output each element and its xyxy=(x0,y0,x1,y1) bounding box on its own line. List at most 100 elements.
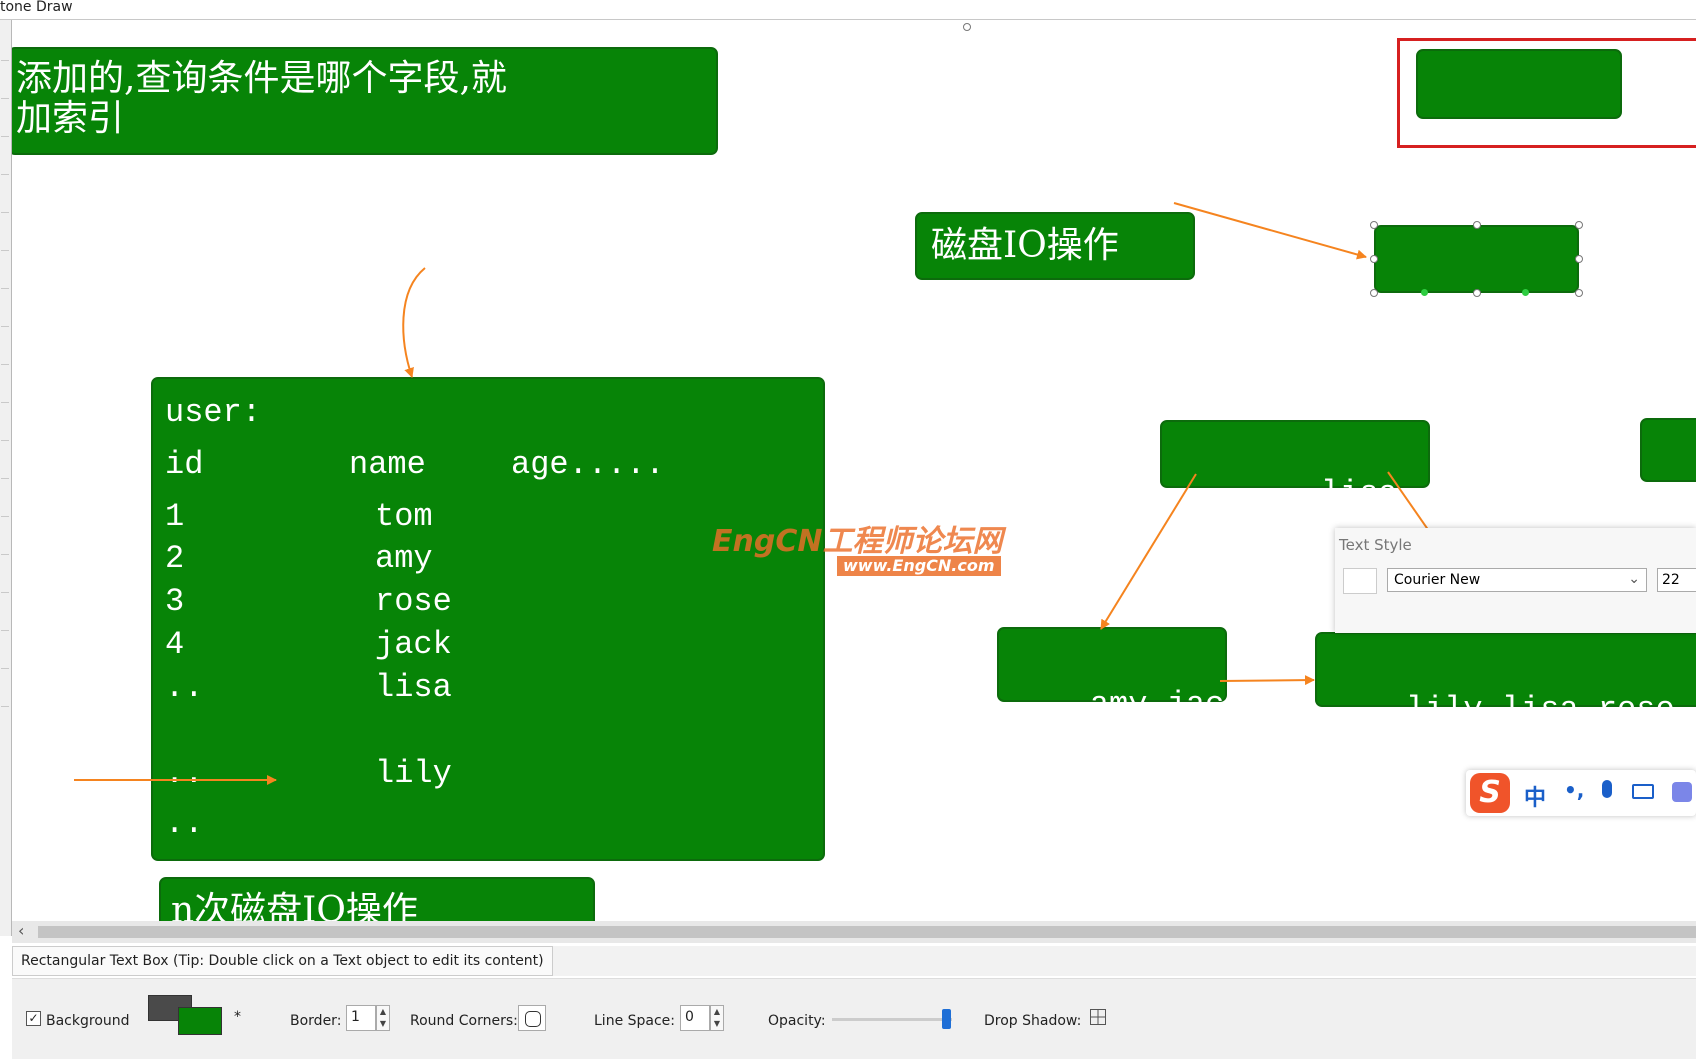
sogou-logo-icon[interactable]: S xyxy=(1470,773,1510,813)
table-row-name: lily xyxy=(375,755,452,792)
selected-text-box[interactable]: . . . . xyxy=(1374,225,1588,316)
drawing-canvas[interactable]: 添加的,查询条件是哪个字段,就 加索引 磁盘IO操作 . . . . user:… xyxy=(12,21,1696,921)
line-space-spinner[interactable]: ▲▼ xyxy=(710,1005,724,1031)
status-bar: Rectangular Text Box (Tip: Double click … xyxy=(12,946,1696,976)
resize-handle-w[interactable] xyxy=(1370,255,1378,263)
round-corners-button[interactable] xyxy=(518,1005,546,1031)
small-green-box[interactable] xyxy=(1416,49,1622,119)
rotate-handle[interactable] xyxy=(963,23,971,31)
tree-right-leaf-label: lily lisa rose t xyxy=(1405,691,1696,728)
scroll-left-icon[interactable]: ‹ xyxy=(18,921,25,940)
resize-handle-n[interactable] xyxy=(1473,221,1481,229)
selected-box-text: . . . . xyxy=(1462,282,1589,316)
skin-icon[interactable] xyxy=(1672,782,1692,802)
border-label: Border: xyxy=(290,1013,342,1029)
window-title-bar: tone Draw xyxy=(0,0,1696,20)
table-row-name: jack xyxy=(375,626,452,663)
opacity-slider-track[interactable] xyxy=(832,1018,952,1021)
window-title: tone Draw xyxy=(0,0,73,15)
table-row-id: .. xyxy=(165,669,204,706)
table-title: user: xyxy=(165,394,262,431)
color-modified-marker: * xyxy=(234,1009,241,1025)
top-note-line2: 加索引 xyxy=(16,98,125,139)
text-style-panel[interactable]: Text Style Courier New ⌄ 22 xyxy=(1335,528,1696,633)
round-corners-label: Round Corners: xyxy=(410,1013,518,1029)
horizontal-scrollbar[interactable]: ‹ xyxy=(12,921,1696,943)
properties-bar: ✓ Background * Border: 1 ▲▼ Round Corner… xyxy=(12,978,1696,1059)
table-row-id: .. xyxy=(165,805,204,842)
resize-handle-s[interactable] xyxy=(1473,289,1481,297)
status-tip: Rectangular Text Box (Tip: Double click … xyxy=(12,946,553,976)
scrollbar-thumb[interactable] xyxy=(38,926,1696,938)
background-checkbox[interactable]: ✓ xyxy=(26,1011,41,1026)
watermark: EngCN工程师论坛网 www.EngCN.com xyxy=(712,524,1003,576)
font-size-value: 22 xyxy=(1662,572,1680,588)
border-spinner[interactable]: ▲▼ xyxy=(376,1005,390,1031)
table-row-name: rose xyxy=(375,583,452,620)
bottom-note-label: n次磁盘IO操作 xyxy=(171,890,418,922)
tree-left-leaf-label: amy jack xyxy=(1089,686,1244,723)
header-age: age..... xyxy=(511,446,665,483)
font-size-input[interactable]: 22 xyxy=(1657,568,1696,592)
disk-io-box[interactable]: 磁盘IO操作 xyxy=(915,212,1195,280)
bottom-note-box[interactable]: n次磁盘IO操作 xyxy=(159,877,595,921)
microphone-icon[interactable] xyxy=(1602,780,1612,798)
opacity-slider-thumb[interactable] xyxy=(942,1009,951,1029)
red-selection-frame[interactable] xyxy=(1397,38,1696,148)
drop-shadow-icon[interactable] xyxy=(1090,1009,1106,1025)
connector-point-right[interactable] xyxy=(1522,289,1529,296)
ime-language-toggle[interactable]: 中 xyxy=(1524,786,1547,811)
table-row-id: 1 xyxy=(165,498,185,535)
font-select[interactable]: Courier New ⌄ xyxy=(1387,568,1647,592)
resize-handle-nw[interactable] xyxy=(1370,221,1378,229)
border-value: 1 xyxy=(351,1009,360,1025)
line-space-value: 0 xyxy=(685,1009,694,1025)
connector-arrows xyxy=(74,202,1498,785)
tree-right-leaf-box[interactable]: lily lisa rose t xyxy=(1315,632,1696,728)
table-row-id: 4 xyxy=(165,626,185,663)
arrow-root-to-left xyxy=(1100,473,1197,630)
resize-handle-sw[interactable] xyxy=(1370,289,1378,297)
table-row-id: 2 xyxy=(165,540,185,577)
arrow-to-selected-box xyxy=(1173,202,1367,260)
ime-toolbar[interactable]: S 中 •, xyxy=(1466,770,1696,816)
top-note-line1: 添加的,查询条件是哪个字段,就 xyxy=(16,58,507,99)
tree-root-box[interactable]: lisa xyxy=(1160,420,1430,512)
chevron-down-icon: ⌄ xyxy=(1628,571,1640,587)
opacity-label: Opacity: xyxy=(768,1013,826,1029)
left-toolbar[interactable] xyxy=(0,20,12,936)
table-row-name: tom xyxy=(375,498,433,535)
watermark-main: EngCN工程师论坛网 xyxy=(712,524,1003,559)
disk-io-label: 磁盘IO操作 xyxy=(931,225,1119,266)
header-name: name xyxy=(349,446,426,483)
connector-point-left[interactable] xyxy=(1421,289,1428,296)
rounded-rect-icon xyxy=(525,1011,541,1027)
watermark-url: www.EngCN.com xyxy=(837,556,1001,576)
line-space-input[interactable]: 0 xyxy=(680,1005,710,1031)
tree-root-label: lisa xyxy=(1320,475,1398,512)
line-space-label: Line Space: xyxy=(594,1013,676,1029)
partial-right-box[interactable] xyxy=(1640,418,1696,482)
arrow-into-table xyxy=(402,267,426,378)
arrow-left-to-right xyxy=(1219,675,1315,686)
user-table-box[interactable]: user: id name age..... 1 tom 2 amy 3 ros… xyxy=(151,377,825,861)
header-id: id xyxy=(165,446,204,483)
table-row-name: amy xyxy=(375,540,433,577)
table-row-id: 3 xyxy=(165,583,185,620)
table-row-name: lisa xyxy=(375,669,452,706)
border-input[interactable]: 1 xyxy=(346,1005,376,1031)
text-style-title: Text Style xyxy=(1339,536,1412,554)
resize-handle-e[interactable] xyxy=(1575,255,1583,263)
fill-color-swatch[interactable] xyxy=(178,1007,222,1035)
resize-handle-se[interactable] xyxy=(1575,289,1583,297)
keyboard-icon[interactable] xyxy=(1632,784,1654,799)
resize-handle-ne[interactable] xyxy=(1575,221,1583,229)
font-select-value: Courier New xyxy=(1394,572,1481,588)
color-swatch[interactable] xyxy=(1343,568,1377,594)
ime-punctuation-toggle[interactable]: •, xyxy=(1564,778,1585,802)
top-note-box[interactable]: 添加的,查询条件是哪个字段,就 加索引 xyxy=(12,47,718,155)
drop-shadow-label: Drop Shadow: xyxy=(984,1013,1082,1029)
background-label: Background xyxy=(46,1013,130,1029)
table-row-id: .. xyxy=(165,755,204,792)
tree-left-leaf-box[interactable]: amy jack xyxy=(997,627,1243,723)
